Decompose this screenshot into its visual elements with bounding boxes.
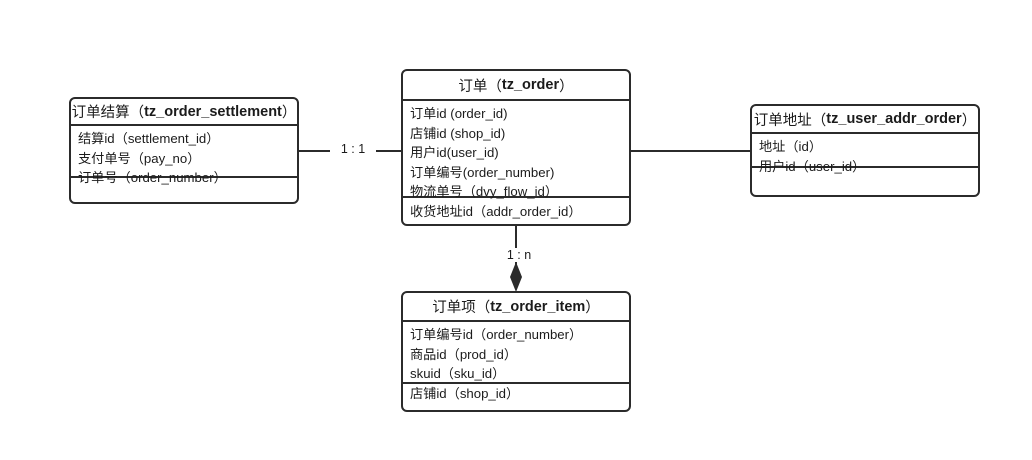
entity-title-order-settlement: 订单结算 （ tz_order_settlement ） xyxy=(71,99,297,126)
edge-label-settlement-order: 1 : 1 xyxy=(330,142,376,156)
entity-title-paren-close: ） xyxy=(281,105,297,121)
entity-title-paren-open: （ xyxy=(129,105,145,121)
entity-order-item[interactable]: 订单项 （ tz_order_item ） 订单编号id（order_numbe… xyxy=(401,291,631,412)
attr-row: 物流单号（dvy_flow_id） xyxy=(410,184,559,199)
attr-row: 订单id (order_id) xyxy=(410,106,508,121)
attr-list-order-settlement: 结算id（settlement_id） 支付单号（pay_no） 订单号（ord… xyxy=(71,126,297,185)
entity-title-paren-close: ） xyxy=(961,112,977,129)
entity-title-order-item: 订单项 （ tz_order_item ） xyxy=(403,293,629,322)
attr-row: 商品id（prod_id） xyxy=(410,346,518,362)
attr-row: skuid（sku_id） xyxy=(410,366,506,381)
entity-title-table-order-settlement: tz_order_settlement xyxy=(144,103,282,120)
entity-title-paren-open: （ xyxy=(487,78,502,95)
entity-user-addr-order[interactable]: 订单地址 （ tz_user_addr_order ） 地址（id） 用户id（… xyxy=(750,104,980,197)
attr-row: 订单编号id（order_number） xyxy=(410,327,583,342)
attr-row: 地址（id） xyxy=(759,139,823,154)
entity-title-table-order: tz_order xyxy=(501,77,560,93)
entity-title-user-addr-order: 订单地址 （ tz_user_addr_order ） xyxy=(752,106,978,134)
entity-title-cn-order: 订单 xyxy=(458,78,488,95)
entity-title-cn-user-addr-order: 订单地址 xyxy=(753,112,812,129)
entity-title-table-user-addr-order: tz_user_addr_order xyxy=(826,111,962,127)
entity-order[interactable]: 订单 （ tz_order ） 订单id (order_id) 店铺id (sh… xyxy=(401,69,631,226)
edge-label-order-item: 1 : n xyxy=(495,248,543,262)
attr-row: 店铺id（shop_id） xyxy=(410,385,520,401)
entity-title-paren-close: ） xyxy=(559,78,574,95)
attr-row: 支付单号（pay_no） xyxy=(78,150,201,166)
attr-row: 收货地址id（addr_order_id） xyxy=(410,203,582,219)
entity-title-paren-open: （ xyxy=(475,300,491,316)
diamond-arrowhead-icon xyxy=(510,262,522,292)
attr-list-order-item: 订单编号id（order_number） 商品id（prod_id） skuid… xyxy=(403,322,629,401)
entity-title-paren-close: ） xyxy=(585,300,600,316)
attr-row: 店铺id (shop_id) xyxy=(410,125,506,141)
attr-list-user-addr-order: 地址（id） 用户id（user_id） xyxy=(752,134,978,174)
attr-row: 订单号（order_number） xyxy=(78,170,227,185)
attr-row: 结算id（settlement_id） xyxy=(78,131,220,146)
edge-order-addr xyxy=(631,150,750,152)
attr-row: 用户id(user_id) xyxy=(410,145,499,160)
attr-list-order: 订单id (order_id) 店铺id (shop_id) 用户id(user… xyxy=(403,101,629,219)
entity-order-settlement[interactable]: 订单结算 （ tz_order_settlement ） 结算id（settle… xyxy=(69,97,299,204)
entity-title-cn-order-item: 订单项 xyxy=(432,300,476,316)
entity-title-paren-open: （ xyxy=(811,112,827,129)
entity-title-cn-order-settlement: 订单结算 xyxy=(71,105,130,121)
entity-title-order: 订单 （ tz_order ） xyxy=(403,71,629,101)
attr-row: 订单编号(order_number) xyxy=(410,164,555,180)
entity-title-table-order-item: tz_order_item xyxy=(490,298,586,315)
attr-row: 用户id（user_id） xyxy=(759,158,866,174)
